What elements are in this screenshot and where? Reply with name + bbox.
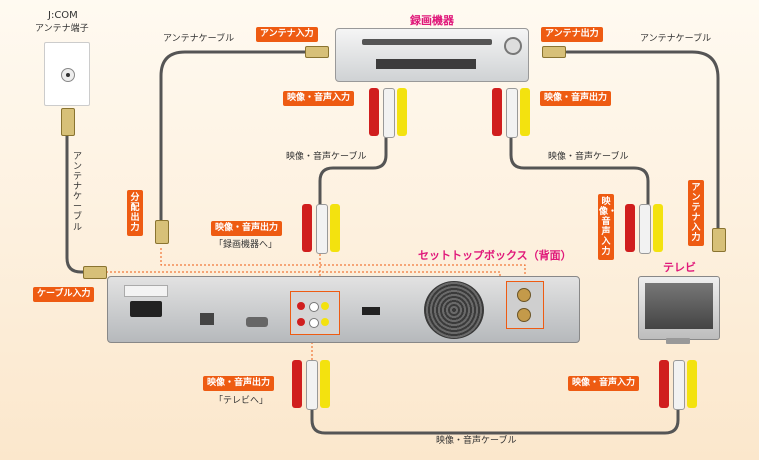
fan-grille [424,281,484,339]
av-cable-top-right [509,136,650,208]
tv-title: テレビ [663,261,696,274]
tv-device [638,276,720,340]
av-output-block [290,291,340,335]
antenna-cable-right [565,50,720,234]
split-out-tag: 分配出力 [127,190,143,237]
jcom-subtitle: アンテナ端子 [35,24,89,34]
hdmi-port [362,307,380,315]
stb-av-out-upper-tag: 映像・音声出力 [211,221,283,236]
antenna-cable-left-label: アンテナケーブル [163,34,235,44]
stb-title: セットトップボックス（背面） [418,249,572,262]
tv-av-in-vertical-tag: 映像・音声入力 [598,194,617,261]
stb-av-out-lower-tag: 映像・音声出力 [203,376,275,391]
to-tv-label: 「テレビへ」 [214,396,269,406]
av-cable-top-left-label: 映像・音声ケーブル [286,152,367,162]
tv-antenna-in-plug [712,228,726,252]
tv-lower-av-plugs [659,360,699,410]
antenna-in-tag: アンテナ入力 [256,27,318,42]
tv-antenna-in-vertical-tag: アンテナ入力 [688,180,704,247]
rating-label [124,285,168,297]
av-cable-bottom [310,396,680,435]
serial-port [246,317,268,327]
terminal-jack [61,68,75,82]
recorder-av-in-tag: 映像・音声入力 [283,91,355,106]
tv-stand [666,338,690,344]
jcom-wall-terminal [44,42,90,106]
lan-port [200,313,214,325]
cable-in-plug [83,266,107,279]
recorder-device [335,28,529,82]
to-recorder-label: 「録画機器へ」 [214,240,278,250]
recorder-av-out-tag: 映像・音声出力 [540,91,612,106]
cable-in-tag: ケーブル入力 [33,287,95,302]
recorder-av-out-plugs [492,88,532,138]
recorder-av-in-plugs [369,88,409,138]
power-knob [504,37,522,55]
front-panel [376,59,476,69]
antenna-cable-jcom [65,130,98,274]
antenna-out-tag: アンテナ出力 [541,27,603,42]
ac-inlet [130,301,162,317]
stb-upper-av-plugs [302,204,342,254]
set-top-box-back [107,276,580,343]
tv-upper-av-plugs [625,204,665,254]
antenna-cable-right-label: アンテナケーブル [640,34,712,44]
jcom-plug [61,108,75,136]
av-cable-bottom-label: 映像・音声ケーブル [436,436,517,446]
recorder-title: 録画機器 [410,14,454,27]
antenna-cable-left [159,50,320,224]
av-cable-top-left [318,136,388,208]
stb-lower-av-plugs [292,360,332,410]
split-out-plug [155,220,169,244]
recorder-antenna-in-plug [305,46,329,58]
jcom-title: J:COM [48,10,78,21]
rf-terminal-block [506,281,544,329]
recorder-antenna-out-plug [542,46,566,58]
antenna-cable-vertical-label: アンテナケーブル [72,152,82,233]
disc-slot [362,39,492,45]
av-cable-top-right-label: 映像・音声ケーブル [548,152,629,162]
tv-screen [645,283,713,329]
tv-av-in-lower-tag: 映像・音声入力 [568,376,640,391]
